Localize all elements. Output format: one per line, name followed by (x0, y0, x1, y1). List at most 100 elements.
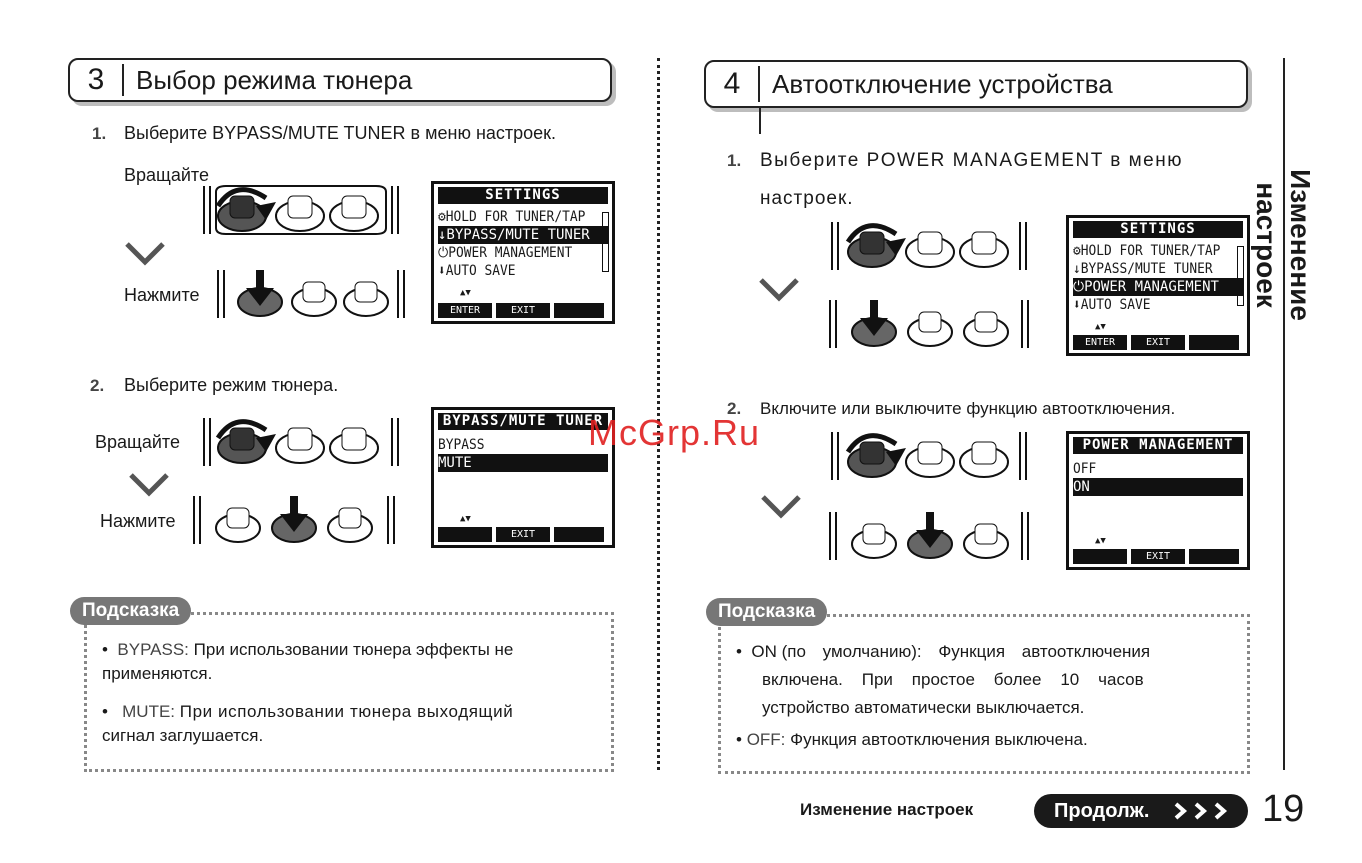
step-number: 1. (727, 151, 742, 170)
lcd-scrollbar (1237, 246, 1244, 306)
section-title: Автоотключение устройства (772, 69, 1113, 99)
section-leader-line (759, 106, 761, 134)
hint-item: • OFF: Функция автоотключения выключена. (736, 726, 1088, 754)
lcd-menu-item: ↓BYPASS/MUTE TUNER (1073, 261, 1213, 277)
bullet: • (102, 640, 118, 659)
pedal-press-diagram (217, 270, 405, 318)
lcd-blank-button (1189, 335, 1239, 350)
lcd-tuner-mode-screen: BYPASS/MUTE TUNER BYPASS MUTE ▲▼ EXIT (431, 407, 615, 548)
lcd-option-selected: ON (1073, 478, 1243, 496)
lcd-scrollbar (602, 212, 609, 272)
rotate-label: Вращайте (95, 432, 180, 452)
pedal-rotate-diagram (831, 222, 1027, 270)
hint-item-cont: включена. При простое более 10 часов (762, 670, 1144, 689)
lcd-settings-screen: SETTINGS ⚙HOLD FOR TUNER/TAP ↓BYPASS/MUT… (1066, 215, 1250, 356)
pedal-rotate-diagram (203, 185, 399, 235)
step-number: 2. (727, 399, 742, 418)
pedal-rotate-diagram (203, 418, 399, 466)
lcd-option-selected: MUTE (438, 454, 608, 472)
press-label: Нажмите (124, 285, 200, 305)
lcd-arrows: ▲▼ (1095, 536, 1106, 546)
side-tab-line (1283, 58, 1285, 770)
section-header-4: 4 Автоотключение устройства (704, 60, 1248, 108)
hint-item: • BYPASS: При использовании тюнера эффек… (102, 636, 513, 664)
chevrons-right-icon (1174, 802, 1228, 820)
section-number: 4 (723, 67, 741, 100)
hint-text: Функция автоотключения выключена. (790, 730, 1088, 749)
lcd-exit-button: EXIT (1131, 335, 1185, 350)
hint-key: BYPASS: (117, 640, 189, 659)
lcd-title: BYPASS/MUTE TUNER (438, 413, 608, 430)
hint-item: • MUTE: При использовании тюнера выходящ… (102, 698, 513, 726)
page-number: 19 (1262, 788, 1305, 830)
step-text: Выберите режим тюнера. (124, 375, 339, 395)
lcd-arrows: ▲▼ (460, 514, 471, 524)
section-title: Выбор режима тюнера (136, 65, 413, 95)
lcd-menu-item: ⏻POWER MANAGEMENT (438, 245, 573, 261)
lcd-title: SETTINGS (438, 187, 608, 204)
section-divider (758, 66, 760, 102)
lcd-arrows: ▲▼ (460, 288, 471, 298)
hint-text: При использовании тюнера выходящий (179, 702, 514, 721)
lcd-blank-button (1073, 549, 1127, 564)
lcd-exit-button: EXIT (496, 527, 550, 542)
chevron-down-icon (761, 495, 801, 519)
lcd-blank-button (554, 303, 604, 318)
column-divider (657, 58, 660, 770)
lcd-enter-button: ENTER (438, 303, 492, 318)
step-text-cont: настроек. (760, 188, 854, 209)
lcd-blank-button (554, 527, 604, 542)
footer-section-name: Изменение настроек (800, 800, 974, 819)
pedal-press-diagram (193, 496, 395, 544)
lcd-menu-item: ⬇AUTO SAVE (1073, 297, 1151, 313)
lcd-menu-item: ⚙HOLD FOR TUNER/TAP (1073, 243, 1221, 259)
bullet: • (736, 730, 747, 749)
continue-pill[interactable]: Продолж. (1034, 794, 1248, 828)
lcd-settings-screen: SETTINGS ⚙HOLD FOR TUNER/TAP ↓BYPASS/MUT… (431, 181, 615, 324)
hint-item-cont: устройство автоматически выключается. (762, 698, 1085, 717)
hint-key: MUTE: (122, 702, 176, 721)
hint-box (84, 612, 614, 772)
lcd-menu-item-selected: ↓BYPASS/MUTE TUNER (438, 226, 608, 244)
hint-key: OFF: (746, 730, 786, 749)
lcd-menu-item: ⚙HOLD FOR TUNER/TAP (438, 209, 586, 225)
hint-label: Подсказка (706, 598, 828, 626)
lcd-title: SETTINGS (1073, 221, 1243, 238)
lcd-menu-item-selected: ⏻POWER MANAGEMENT (1073, 278, 1243, 296)
lcd-option: OFF (1073, 461, 1097, 477)
lcd-blank-button (438, 527, 492, 542)
lcd-blank-button (1189, 549, 1239, 564)
section-number: 3 (87, 63, 105, 96)
chevron-down-icon (129, 473, 169, 497)
bullet: • (736, 642, 752, 661)
section-divider (122, 64, 124, 96)
chevron-down-icon (759, 278, 799, 302)
pedal-press-diagram (829, 512, 1029, 560)
chevron-down-icon (125, 242, 165, 266)
watermark: McGrp.Ru (588, 412, 761, 453)
hint-label: Подсказка (70, 597, 192, 625)
lcd-exit-button: EXIT (496, 303, 550, 318)
step-text: Включите или выключите функцию автоотклю… (760, 399, 1176, 418)
continue-label: Продолж. (1054, 800, 1150, 822)
section-header-3: 3 Выбор режима тюнера (68, 58, 612, 102)
lcd-menu-item: ⬇AUTO SAVE (438, 263, 516, 279)
lcd-enter-button: ENTER (1073, 335, 1127, 350)
step-number: 1. (92, 124, 107, 143)
pedal-press-diagram (829, 300, 1029, 348)
hint-text: (по умолчанию): Функция автоотключения (781, 642, 1151, 661)
side-tab-title: Изменение настроек (1251, 169, 1316, 321)
press-label: Нажмите (100, 511, 176, 531)
lcd-arrows: ▲▼ (1095, 322, 1106, 332)
rotate-label: Вращайте (124, 165, 209, 185)
hint-item-cont: применяются. (102, 664, 213, 683)
hint-item: • ON (по умолчанию): Функция автоотключе… (736, 638, 1150, 666)
lcd-title: POWER MANAGEMENT (1073, 437, 1243, 454)
lcd-exit-button: EXIT (1131, 549, 1185, 564)
lcd-option: BYPASS (438, 437, 485, 453)
hint-box (718, 614, 1250, 774)
step-text: Выберите POWER MANAGEMENT в меню (760, 150, 1183, 171)
hint-item-cont: сигнал заглушается. (102, 726, 264, 745)
bullet: • (102, 702, 123, 721)
step-number: 2. (90, 376, 105, 395)
